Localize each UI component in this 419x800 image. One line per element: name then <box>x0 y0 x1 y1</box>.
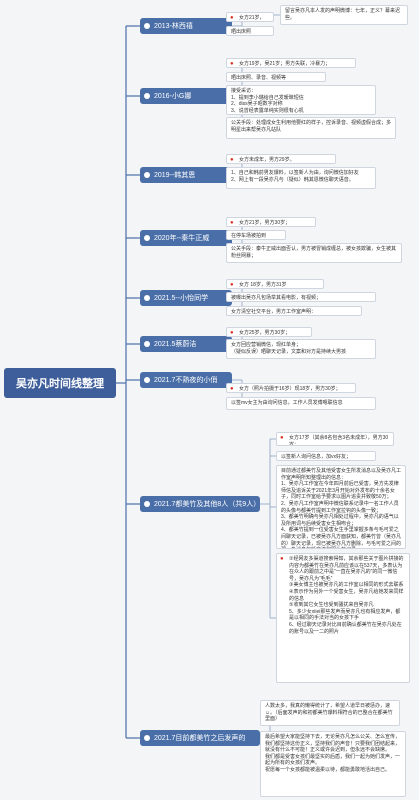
branch-node: 2021.5--小怡同学 <box>140 290 232 306</box>
leaf-note: 女方25岁，男方30岁； <box>226 327 312 337</box>
branch-node: 2019--韩其恩 <box>140 167 232 183</box>
leaf-note: 女方 18岁，男方31岁 <box>226 279 324 289</box>
branch-node: 2021.5蔡蔚洁 <box>140 336 232 352</box>
leaf-note: 女方21岁，男方23岁； <box>226 12 274 22</box>
leaf-note: 晒出床照 <box>226 26 274 36</box>
leaf-note: 公关手段：秦牛正威出面否认，男方被冒销成缠总，被女孩欺骗，女生被其粉丝网暴； <box>226 243 402 263</box>
leaf-note: 留言吴亦凡本人发的声明微博：七年，正义？幕来迟些。 <box>280 5 408 25</box>
leaf-note: 女方未成年，男方29岁。 <box>226 154 336 164</box>
leaf-note: 女方19岁，吴21岁；男方失联，冷暴力； <box>226 58 356 68</box>
leaf-note: 目前通过都美竹及其他受害女生所发消息以及吴亦凡工作室声明所知整理出的信息： 1、… <box>276 465 406 549</box>
leaf-note: 被曝出吴亦凡包场举其看电影，有视频； <box>226 292 376 302</box>
branch-node: 2021.7都美竹及其他8人（共9人） <box>140 496 260 512</box>
leaf-note: ②经网友多渠道搜索得知，其余那些关于图片拼接的内容为都美竹在吴亦凡前应该以在53… <box>276 553 410 683</box>
leaf-note: 以签新人询问信息，加vx好友； <box>276 451 376 461</box>
leaf-note: 女方21岁，男方30岁； <box>226 217 316 227</box>
leaf-note: 女方17岁（其余8名包含3名未成年），男方30岁； <box>276 432 394 446</box>
branch-node: 2020年--秦牛正威 <box>140 230 232 246</box>
leaf-note: 最后希望大家能坚持下去，无论吴亦凡怎么公关、怎么宣传，我们都坚持这份正义，坚持我… <box>260 731 406 797</box>
leaf-note: 女方清空社交平台，男方工作室声明： <box>226 306 362 316</box>
leaf-note: 人数太多，我真的懒得统计了，希望人道早日被惩办，速☺。（后面发声的和初都美竹爆料… <box>260 700 400 726</box>
leaf-note: 在停车场被拍到 <box>226 230 286 240</box>
leaf-note: 接受采访： 1、提到李小璐给自己发暧昧短信 2、diss吴子昭数字对称 3、说曾… <box>226 85 376 115</box>
leaf-note: 女方回应营销微信，现红单身； （疑似反误）晒聊天记录，文案和对方是持续大男孩 <box>226 339 376 359</box>
leaf-note: 晒出床照、录音、视频等 <box>226 72 326 82</box>
leaf-note: 女方（照片拍摄于16岁）现18岁，男方30岁； <box>226 383 356 393</box>
branch-node: 2013-林西禧 <box>140 18 232 34</box>
branch-node: 2021.7目前都美竹之后发声的 <box>140 730 260 746</box>
branch-node: 2016-小G娜 <box>140 88 232 104</box>
leaf-note: 公关手段：处理成女生利用他要红的样子，控诉录音、视频虚假合成；多明星出来帮吴亦凡… <box>226 117 396 139</box>
root-node: 吴亦凡时间线整理 <box>4 368 116 398</box>
branch-node: 2021.7不熟夜的小俏 <box>140 372 232 388</box>
leaf-note: 1、自己和韩前男友爆料，以签新人为由，询问微信加好友 2、网上有一段吴亦凡与（疑… <box>226 167 376 189</box>
leaf-note: 以签mv女主为由询问信息，工作人员发傅嗯联信息 <box>226 397 376 410</box>
